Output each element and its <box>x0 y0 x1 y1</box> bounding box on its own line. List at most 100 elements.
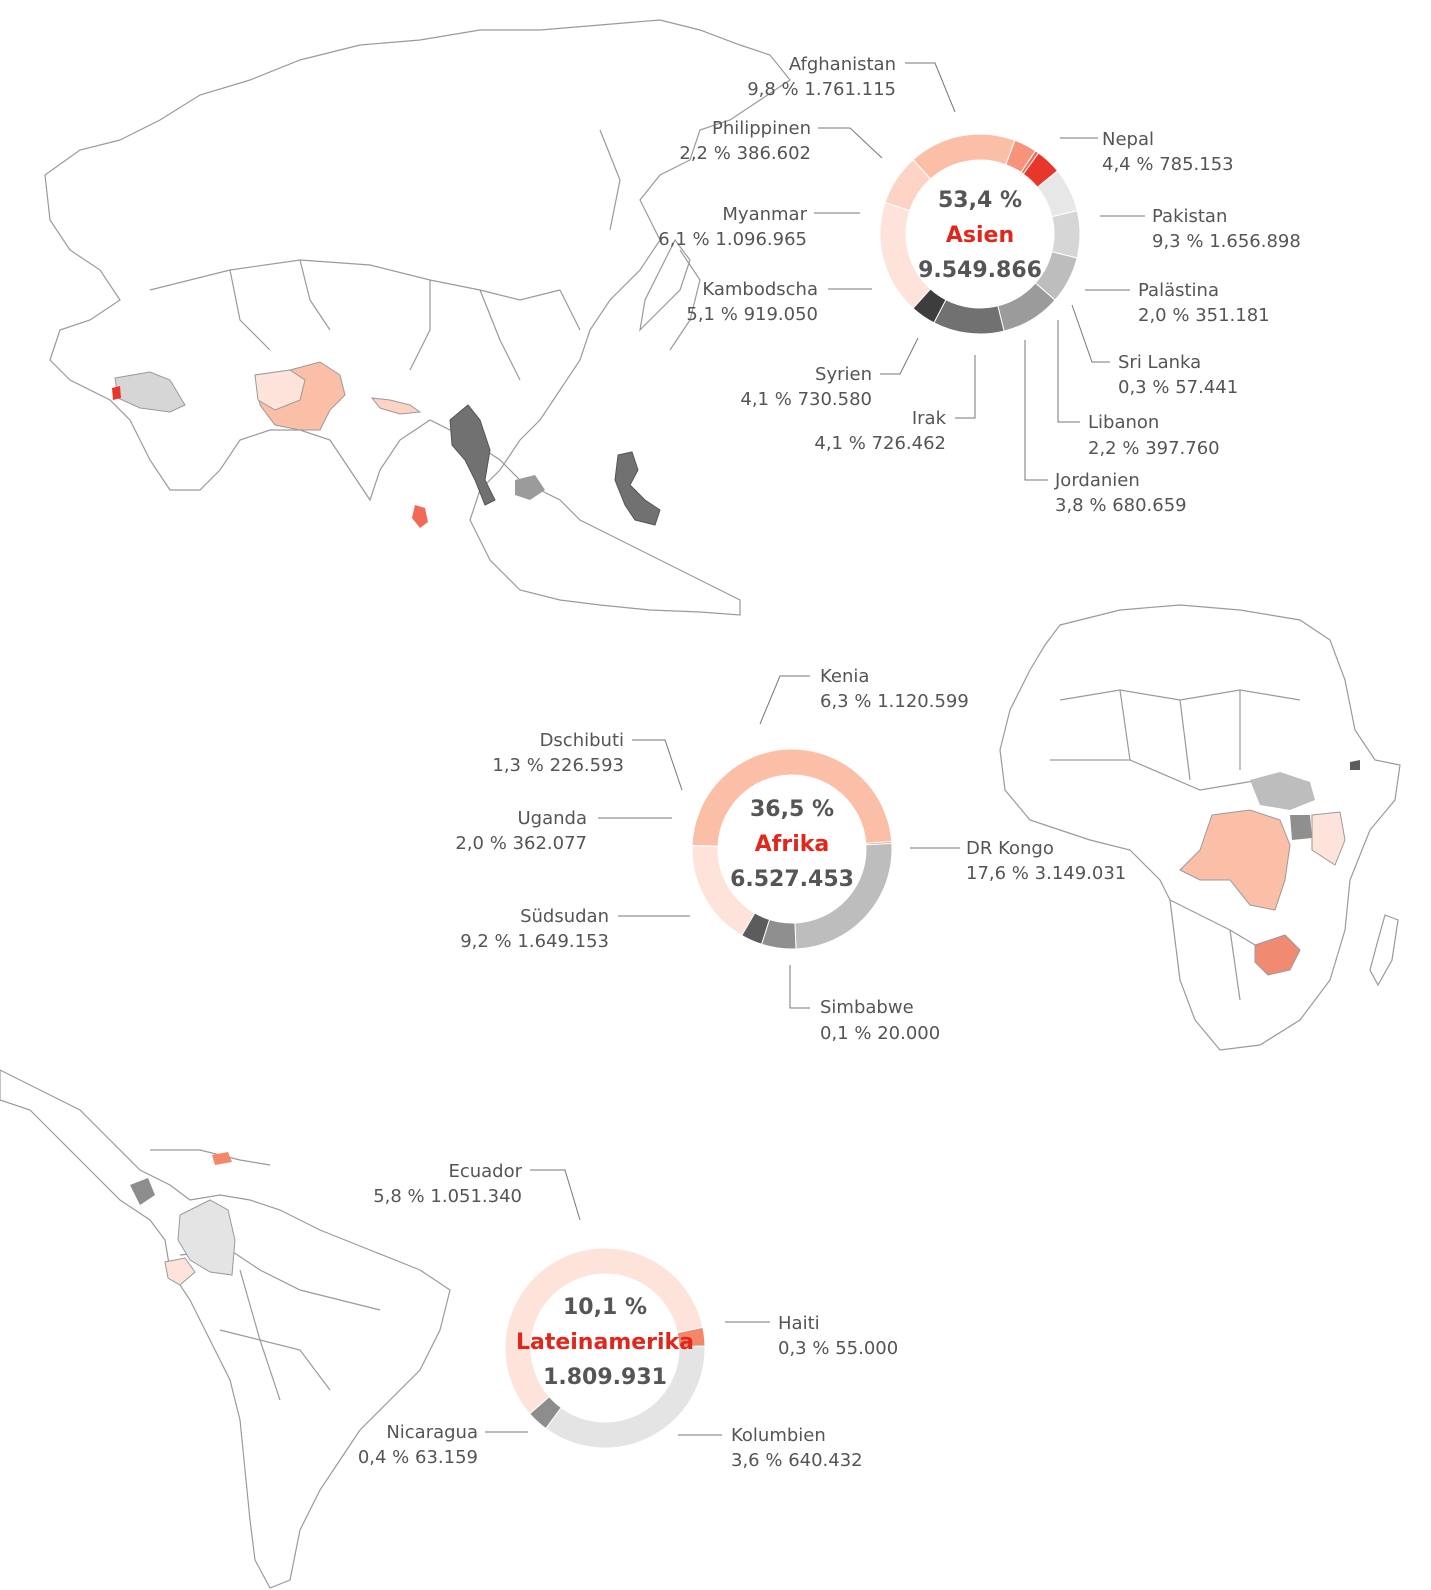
label-myanmar-values: 6,1 % 1.096.965 <box>658 229 807 250</box>
label-ecuador-name: Ecuador <box>448 1161 522 1182</box>
haiti-percent: 0,3 % <box>778 1338 829 1359</box>
label-palaestina-name: Palästina <box>1138 280 1219 301</box>
africa-map-inner <box>1050 689 1311 1001</box>
label-syrien-values: 4,1 % 730.580 <box>740 389 872 410</box>
sri-lanka-percent: 0,3 % <box>1118 377 1169 398</box>
suedsudan-percent: 9,2 % <box>460 931 511 952</box>
myanmar-region <box>449 404 496 506</box>
dschibuti-percent: 1,3 % <box>492 755 543 776</box>
africa-map-outline <box>999 604 1401 1051</box>
label-dr-kongo-values: 17,6 % 3.149.031 <box>966 863 1126 884</box>
kambodscha-value: 919.050 <box>744 304 818 325</box>
kolumbien-value: 640.432 <box>788 1450 862 1471</box>
leader-syrien <box>880 337 919 375</box>
label-simbabwe-values: 0,1 % 20.000 <box>820 1023 940 1044</box>
uganda-value: 362.077 <box>513 833 587 854</box>
label-sri-lanka-values: 0,3 % 57.441 <box>1118 377 1238 398</box>
south-sudan-region <box>1250 772 1315 810</box>
label-kambodscha-values: 5,1 % 919.050 <box>686 304 818 325</box>
donut-afrika <box>691 748 893 950</box>
slice-pakistan <box>912 133 1016 180</box>
label-irak-name: Irak <box>912 408 947 429</box>
lateinamerika-center-percent: 10,1 % <box>563 1295 647 1320</box>
leader-lines <box>485 62 1145 1436</box>
cambodia-region <box>515 475 545 500</box>
leader-irak <box>955 355 976 419</box>
kenia-percent: 6,3 % <box>820 691 871 712</box>
afghanistan-value: 1.761.115 <box>804 79 896 100</box>
asia-map-inner <box>149 129 701 381</box>
label-irak-values: 4,1 % 726.462 <box>814 433 946 454</box>
slice-myanmar <box>933 299 1005 335</box>
label-afghanistan-name: Afghanistan <box>789 54 896 75</box>
palaestina-value: 351.181 <box>1195 305 1269 326</box>
slice-kenia <box>691 844 756 937</box>
label-nepal-name: Nepal <box>1102 129 1154 150</box>
dr-kongo-percent: 17,6 % <box>966 863 1029 884</box>
jordanien-percent: 3,8 % <box>1055 495 1106 516</box>
slice-ecuador <box>504 1247 704 1415</box>
leader-simbabwe <box>789 965 810 1009</box>
middle-east-region <box>114 371 186 413</box>
label-nepal-values: 4,4 % 785.153 <box>1102 154 1234 175</box>
leader-libanon <box>1057 320 1080 423</box>
syrien-percent: 4,1 % <box>740 389 791 410</box>
palaestina-percent: 2,0 % <box>1138 305 1189 326</box>
dr-congo-region <box>1179 809 1291 911</box>
label-philippinen-name: Philippinen <box>712 118 811 139</box>
leader-jordanien <box>1024 340 1048 481</box>
afrika-center-percent: 36,5 % <box>750 797 834 822</box>
label-nicaragua-name: Nicaragua <box>386 1422 478 1443</box>
lateinamerika-region-name: Lateinamerika <box>516 1330 694 1355</box>
label-syrien-name: Syrien <box>815 364 872 385</box>
label-kambodscha-name: Kambodscha <box>702 279 818 300</box>
asia-map-outline <box>44 19 791 616</box>
suedsudan-value: 1.649.153 <box>517 931 609 952</box>
pakistan-value: 1.656.898 <box>1209 231 1301 252</box>
leader-philippinen <box>818 127 883 159</box>
slice-afghanistan <box>879 201 932 310</box>
leader-sri-lanka <box>1071 304 1110 363</box>
asia-map <box>44 19 791 616</box>
slice-südsudan <box>794 842 893 950</box>
sri-lanka-region <box>412 505 428 528</box>
simbabwe-value: 20.000 <box>877 1023 940 1044</box>
myanmar-value: 1.096.965 <box>715 229 807 250</box>
afghanistan-region <box>254 369 306 411</box>
djibouti-region <box>1350 760 1360 770</box>
kenya-region <box>1311 811 1346 866</box>
label-kenia-values: 6,3 % 1.120.599 <box>820 691 969 712</box>
leader-ecuador <box>530 1169 581 1221</box>
afghanistan-percent: 9,8 % <box>747 79 798 100</box>
label-philippinen-values: 2,2 % 386.602 <box>679 143 811 164</box>
latin-america-map <box>0 1069 451 1589</box>
philippines-region <box>614 451 661 526</box>
sri-lanka-value: 57.441 <box>1175 377 1238 398</box>
nicaragua-region <box>130 1178 155 1205</box>
label-dr-kongo-name: DR Kongo <box>966 838 1054 859</box>
asien-center-percent: 53,4 % <box>938 188 1022 213</box>
slice-philippinen <box>912 288 947 324</box>
philippinen-value: 386.602 <box>737 143 811 164</box>
irak-value: 726.462 <box>872 433 946 454</box>
slice-dr-kongo <box>691 748 893 847</box>
kenia-value: 1.120.599 <box>877 691 969 712</box>
dr-kongo-value: 3.149.031 <box>1035 863 1127 884</box>
slice-irak <box>1051 210 1081 259</box>
label-ecuador-values: 5,8 % 1.051.340 <box>373 1186 522 1207</box>
label-afghanistan-values: 9,8 % 1.761.115 <box>747 79 896 100</box>
lebanon-region <box>112 386 121 400</box>
nepal-percent: 4,4 % <box>1102 154 1153 175</box>
label-kolumbien-name: Kolumbien <box>731 1425 826 1446</box>
uganda-region <box>1290 815 1312 840</box>
haiti-region <box>212 1152 232 1165</box>
lateinamerika-total: 1.809.931 <box>543 1365 667 1390</box>
kolumbien-percent: 3,6 % <box>731 1450 782 1471</box>
label-libanon-name: Libanon <box>1088 412 1159 433</box>
label-jordanien-name: Jordanien <box>1054 470 1140 491</box>
zimbabwe-region <box>1254 934 1301 976</box>
label-simbabwe-name: Simbabwe <box>820 997 914 1018</box>
label-uganda-values: 2,0 % 362.077 <box>455 833 587 854</box>
japan-outline <box>639 238 691 332</box>
